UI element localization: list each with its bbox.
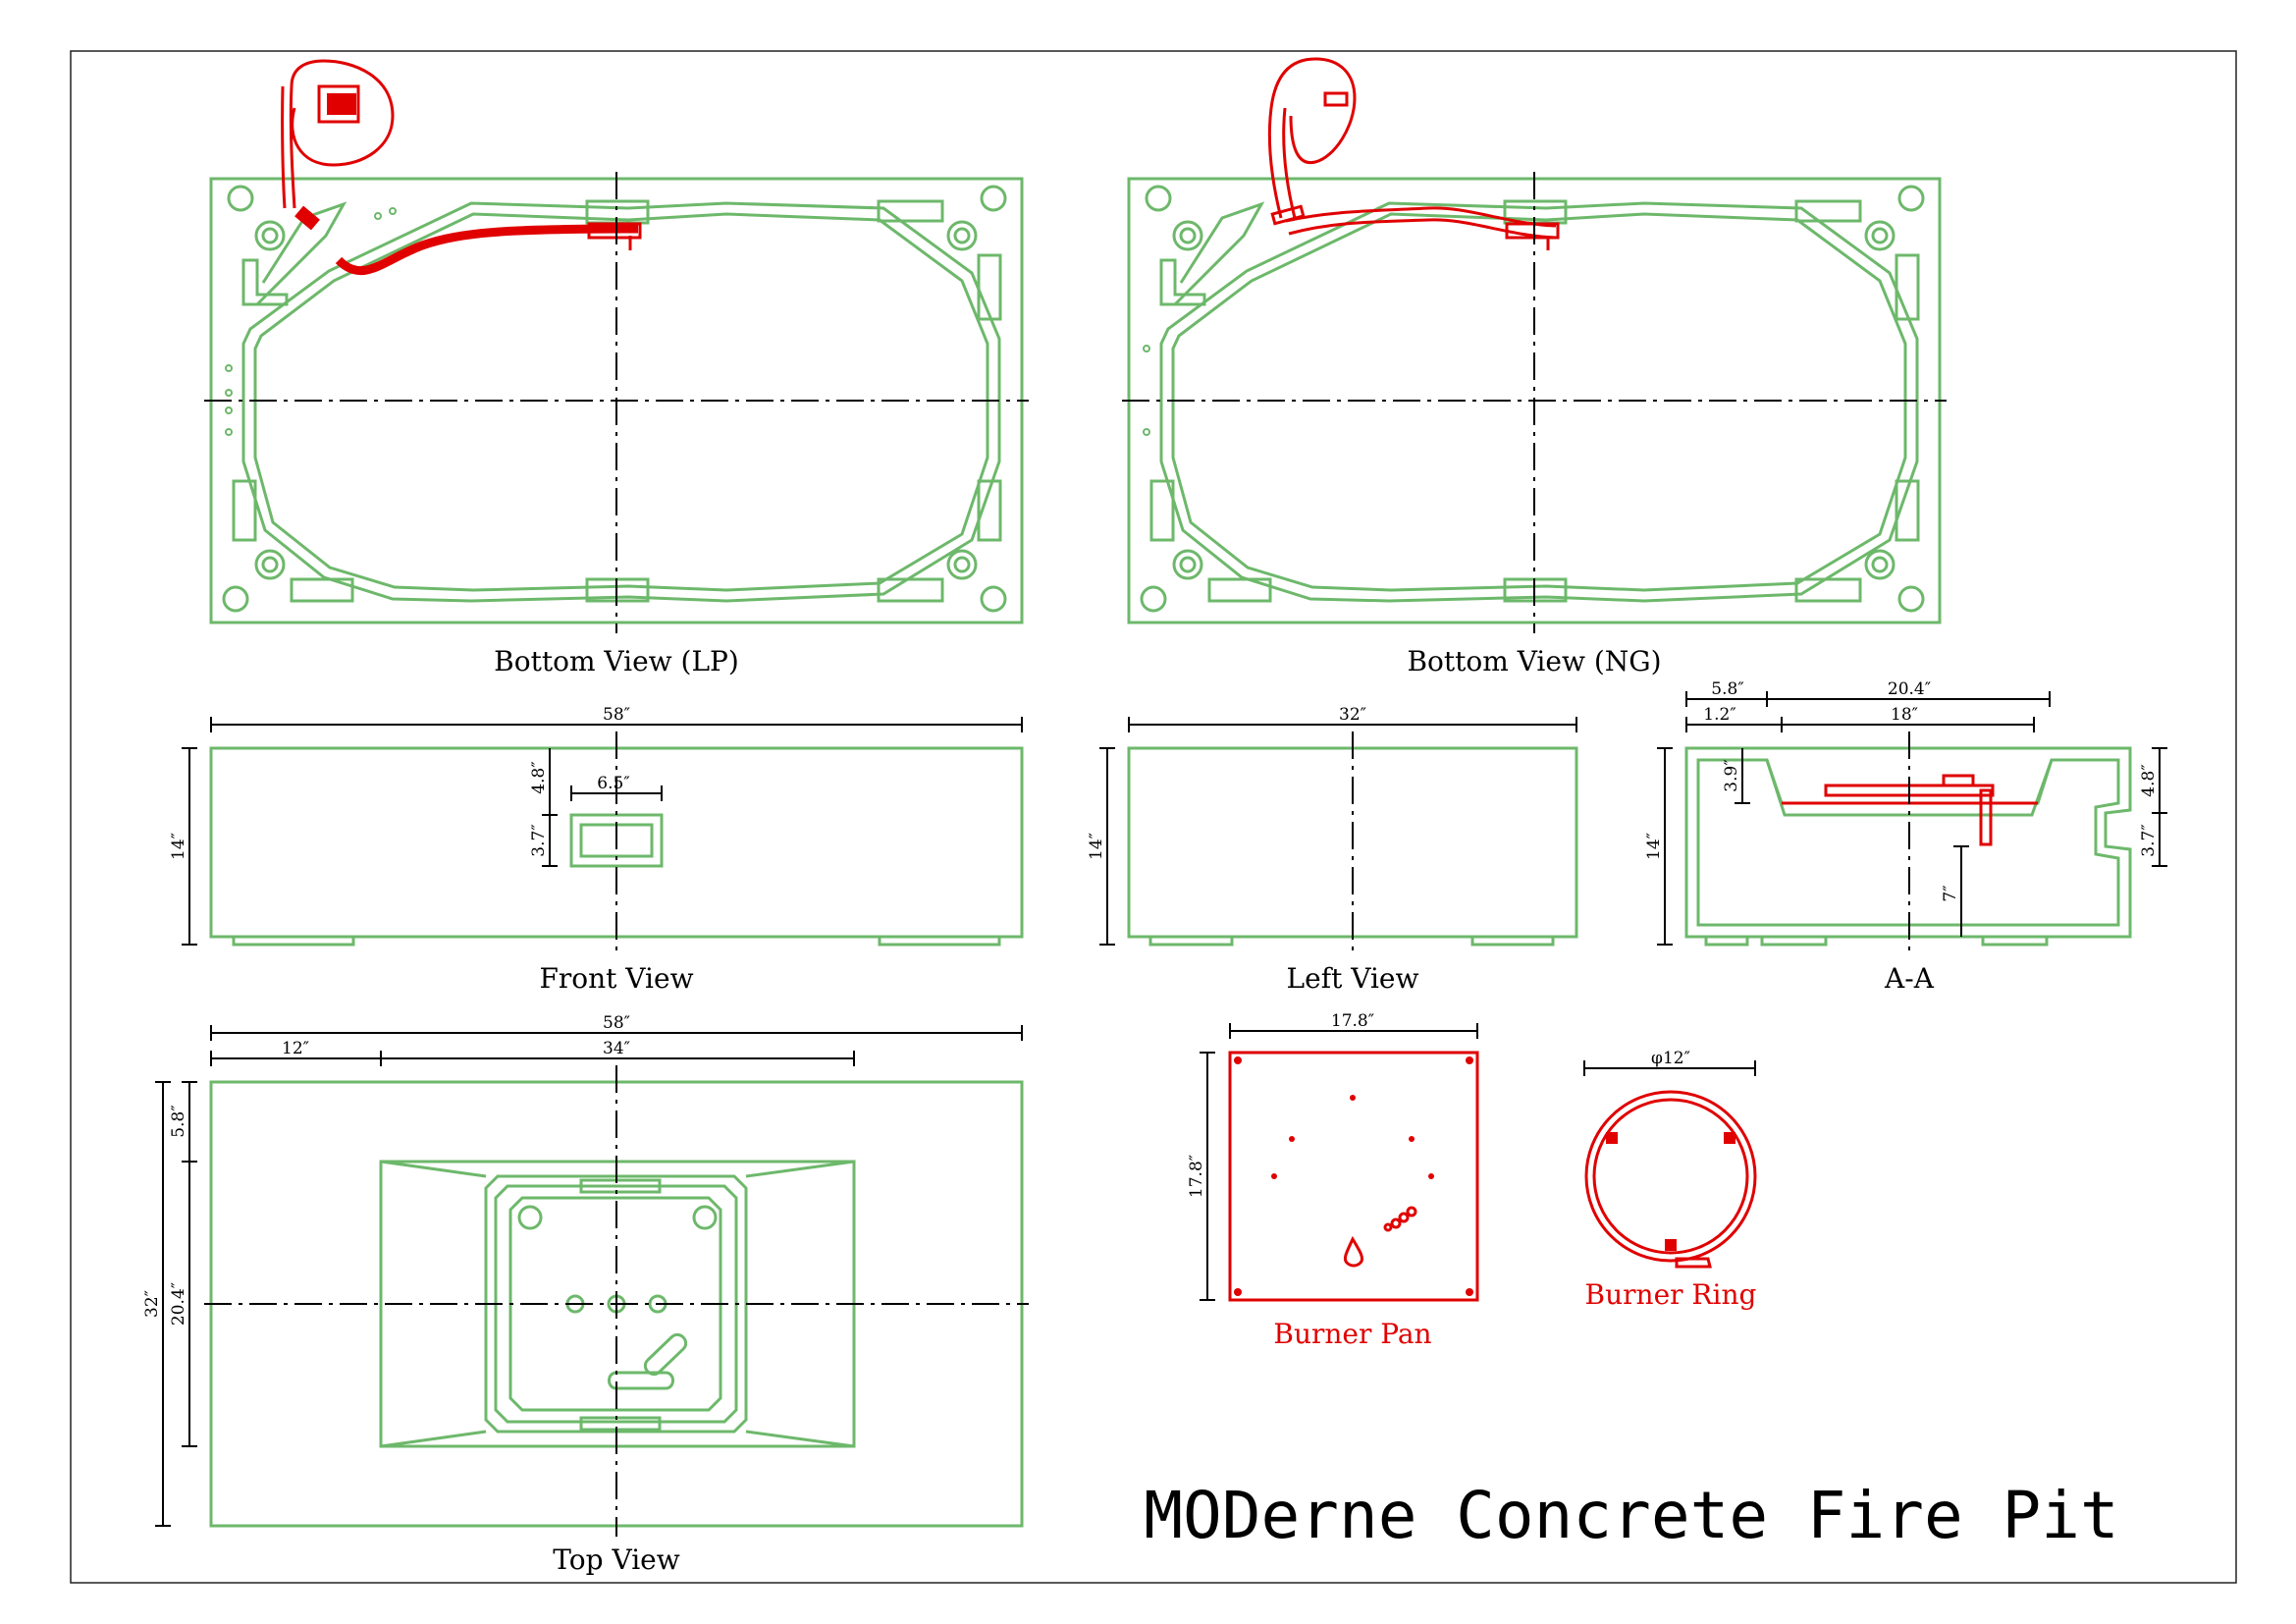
top-view	[155, 1025, 1029, 1537]
bottom-view-lp	[204, 59, 1029, 633]
front-height-dim: 14″	[169, 833, 188, 860]
left-view-caption: Left View	[1287, 962, 1419, 995]
top-view-caption: Top View	[553, 1543, 679, 1576]
section-right-open-dim: 3.7″	[2139, 824, 2159, 856]
section-dim-c: 1.2″	[1703, 705, 1735, 725]
front-opening-width-dim: 6.5″	[597, 774, 629, 793]
burner-ring-caption: Burner Ring	[1585, 1278, 1757, 1311]
pan-width-dim: 17.8″	[1331, 1011, 1374, 1031]
front-view-caption: Front View	[539, 962, 693, 995]
section-dim-a: 5.8″	[1711, 679, 1743, 699]
top-width-dim: 58″	[603, 1013, 630, 1033]
section-right-top-dim: 4.8″	[2139, 764, 2159, 796]
bottom-view-lp-caption: Bottom View (LP)	[494, 645, 739, 677]
section-dim-b: 20.4″	[1888, 679, 1931, 699]
top-depth-dim: 32″	[142, 1290, 162, 1318]
top-front-dim: 5.8″	[169, 1105, 188, 1137]
section-dim-d: 18″	[1891, 705, 1918, 725]
sheet-border	[70, 50, 2237, 1584]
bottom-view-ng-caption: Bottom View (NG)	[1407, 645, 1661, 677]
section-caption: A-A	[1884, 962, 1935, 995]
front-opening-height-dim: 3.7″	[529, 824, 549, 856]
burner-pan-caption: Burner Pan	[1273, 1318, 1431, 1350]
left-height-dim: 14″	[1087, 833, 1106, 860]
section-a-a	[1657, 691, 2167, 952]
pan-height-dim: 17.8″	[1187, 1155, 1206, 1198]
drawing-title: MODerne Concrete Fire Pit	[1144, 1478, 2118, 1553]
bottom-view-ng	[1122, 57, 1947, 633]
section-inner-dim: 7″	[1941, 885, 1960, 901]
top-open-depth-dim: 20.4″	[169, 1282, 188, 1326]
front-opening-top-dim: 4.8″	[529, 761, 549, 793]
left-view	[1099, 717, 1578, 952]
burner-ring	[1583, 1060, 1757, 1269]
front-width-dim: 58″	[603, 705, 630, 725]
top-left-dim: 12″	[282, 1039, 309, 1058]
section-height-dim: 14″	[1644, 833, 1664, 860]
top-opening-dim: 34″	[603, 1039, 630, 1058]
ring-diameter-dim: φ12″	[1651, 1049, 1690, 1068]
front-view	[182, 717, 1024, 952]
left-width-dim: 32″	[1339, 705, 1366, 725]
burner-pan	[1200, 1023, 1479, 1302]
section-depth-dim: 3.9″	[1722, 759, 1741, 791]
